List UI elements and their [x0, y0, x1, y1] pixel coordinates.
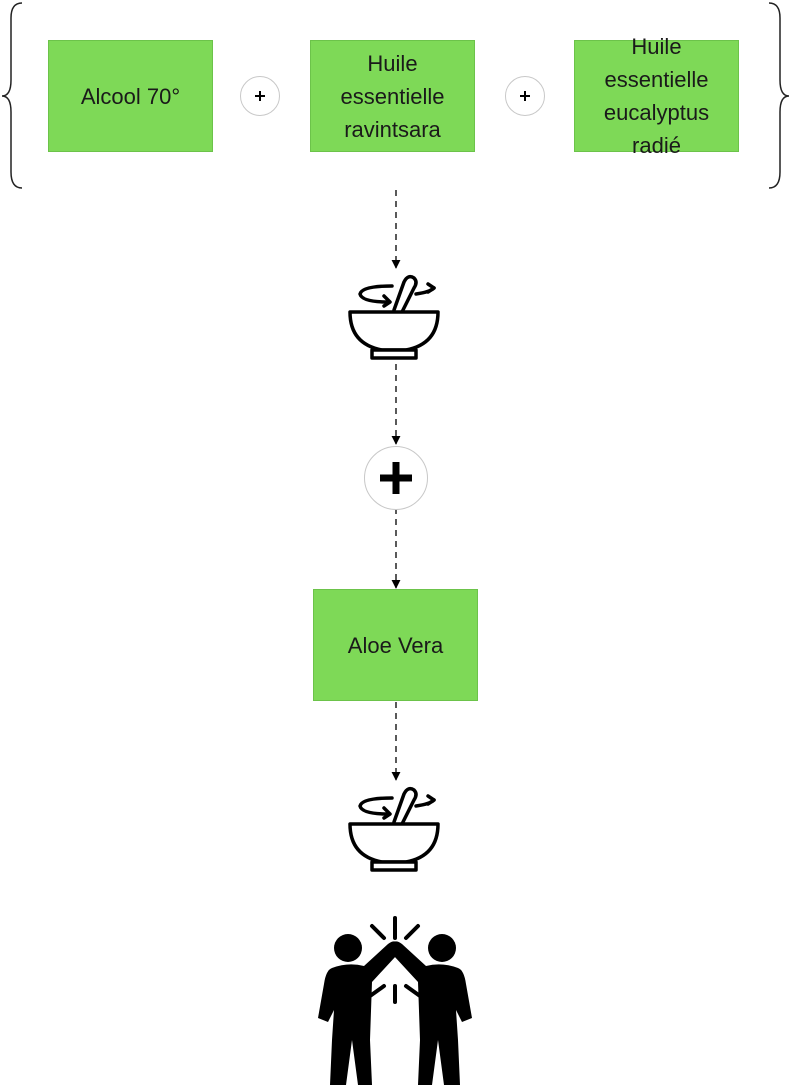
- ingredient-box-alcool: Alcool 70°: [48, 40, 213, 152]
- ingredient-label-ravintsara: Huile essentielle ravintsara: [340, 50, 445, 142]
- plus-icon: [240, 76, 280, 116]
- left-curly-brace-icon: [1, 2, 23, 189]
- additive-label-aloe-vera: Aloe Vera: [347, 632, 444, 658]
- ingredient-box-eucalyptus: Huile essentielle eucalyptus radié: [574, 34, 739, 158]
- plus-icon: [364, 446, 428, 510]
- ingredient-box-ravintsara: Huile essentielle ravintsara: [310, 40, 475, 152]
- ingredient-label-alcool: Alcool 70°: [80, 83, 181, 109]
- ingredient-label-eucalyptus: Huile essentielle eucalyptus radié: [603, 34, 710, 158]
- right-curly-brace-icon: [768, 2, 790, 189]
- additive-box-aloe-vera: Aloe Vera: [313, 589, 478, 701]
- plus-icon: [505, 76, 545, 116]
